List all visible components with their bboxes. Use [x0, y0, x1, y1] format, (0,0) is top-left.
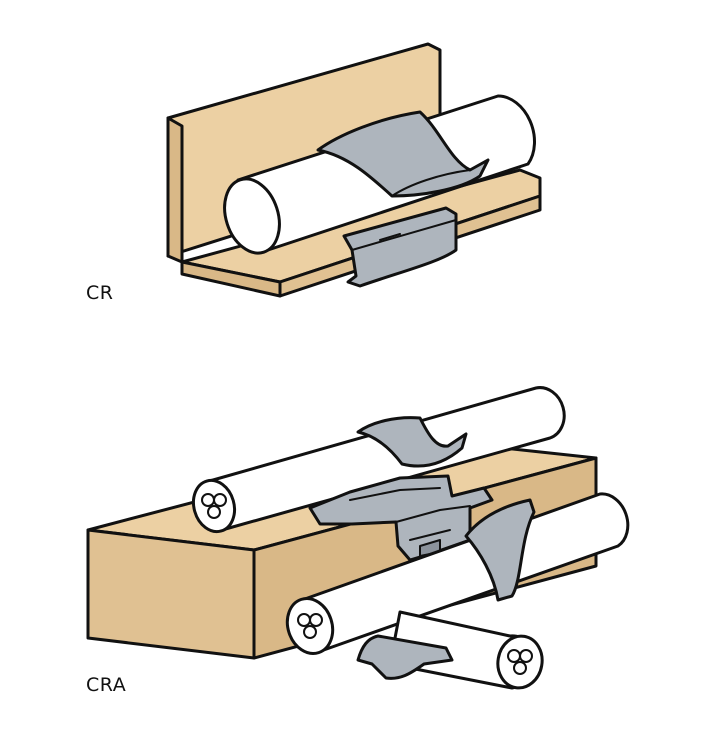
cra-lower-saddle — [464, 498, 536, 602]
upper-cable-cores — [201, 493, 227, 519]
bottom-cable-cores — [507, 649, 533, 675]
cra-upper-saddle — [356, 416, 468, 468]
cra-lower-cable — [285, 492, 630, 655]
cra-label: CRA — [86, 674, 127, 696]
cra-bottom-cable — [388, 610, 544, 690]
cr-clip — [316, 110, 490, 288]
cra-bottom-saddle — [356, 634, 454, 680]
lower-cable-cores — [297, 613, 323, 639]
cr-assembly — [166, 42, 542, 298]
cr-label: CR — [86, 282, 114, 304]
cra-assembly — [86, 386, 630, 690]
cra-upper-cable — [191, 386, 566, 534]
cra-center-clip — [308, 474, 494, 562]
